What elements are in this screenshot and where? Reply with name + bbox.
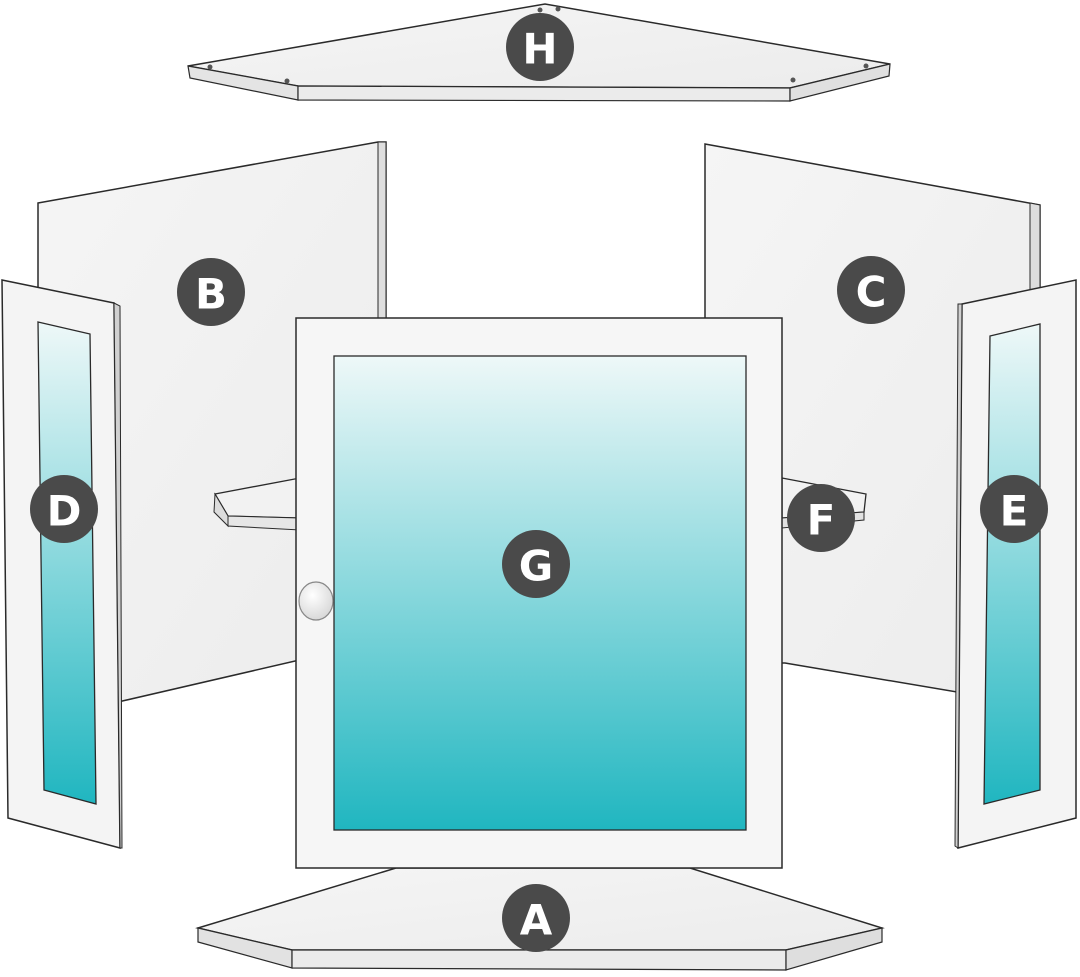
label-f: F: [787, 484, 855, 552]
svg-text:D: D: [47, 487, 82, 536]
label-g: G: [502, 530, 570, 598]
svg-text:F: F: [807, 496, 836, 545]
svg-text:E: E: [1000, 487, 1029, 536]
label-c: C: [837, 256, 905, 324]
side-door-e: [954, 279, 1077, 849]
label-a: A: [502, 884, 570, 952]
label-d: D: [30, 475, 98, 543]
label-b: B: [177, 258, 245, 326]
door-knob: [298, 581, 334, 621]
svg-text:G: G: [519, 542, 553, 591]
label-e: E: [980, 475, 1048, 543]
svg-text:A: A: [520, 896, 553, 945]
svg-text:H: H: [522, 25, 557, 74]
svg-text:B: B: [195, 270, 227, 319]
side-door-d: [1, 279, 123, 849]
label-h: H: [506, 13, 574, 81]
svg-text:C: C: [856, 268, 887, 317]
